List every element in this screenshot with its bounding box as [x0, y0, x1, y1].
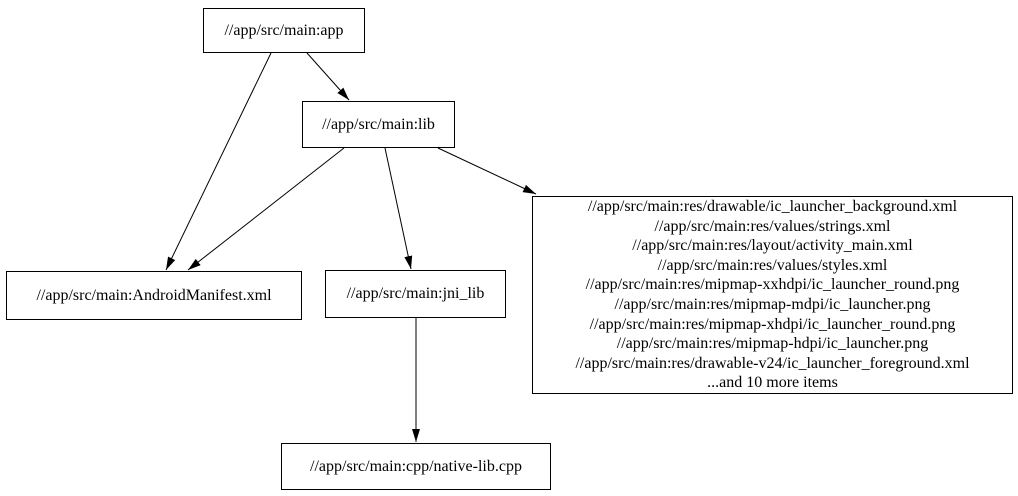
node-label-native-lib-cpp: //app/src/main:cpp/native-lib.cpp — [310, 457, 522, 475]
edge-lib-to-resources — [437, 147, 537, 195]
resource-item: //app/src/main:res/drawable/ic_launcher_… — [587, 198, 958, 216]
resource-item: //app/src/main:res/drawable-v24/ic_launc… — [575, 354, 970, 372]
graph-node-jni-lib: //app/src/main:jni_lib — [325, 270, 506, 318]
graph-node-resources: //app/src/main:res/drawable/ic_launcher_… — [532, 196, 1013, 394]
resource-item: //app/src/main:res/layout/activity_main.… — [632, 237, 913, 255]
graph-node-android-manifest: //app/src/main:AndroidManifest.xml — [6, 271, 302, 320]
edge-app-to-lib — [306, 52, 350, 101]
node-label-lib: //app/src/main:lib — [322, 115, 435, 133]
resource-more-items: ...and 10 more items — [707, 374, 838, 392]
resource-item: //app/src/main:res/mipmap-xxhdpi/ic_laun… — [585, 276, 960, 294]
graph-node-app: //app/src/main:app — [203, 8, 365, 53]
resource-item: //app/src/main:res/mipmap-hdpi/ic_launch… — [616, 335, 929, 353]
resource-item: //app/src/main:res/mipmap-xhdpi/ic_launc… — [589, 315, 956, 333]
graph-node-lib: //app/src/main:lib — [302, 101, 455, 148]
node-label-app: //app/src/main:app — [224, 21, 344, 39]
resource-item: //app/src/main:res/mipmap-mdpi/ic_launch… — [614, 296, 931, 313]
resource-item: //app/src/main:res/values/styles.xml — [657, 256, 888, 274]
resource-item: //app/src/main:res/values/strings.xml — [654, 217, 891, 235]
node-label-android-manifest: //app/src/main:AndroidManifest.xml — [36, 286, 272, 304]
edge-lib-to-jni-lib — [384, 147, 413, 270]
graph-node-native-lib-cpp: //app/src/main:cpp/native-lib.cpp — [281, 443, 551, 490]
edge-lib-to-android-manifest — [187, 147, 345, 271]
edge-app-to-android-manifest — [165, 52, 272, 271]
node-label-jni-lib: //app/src/main:jni_lib — [346, 285, 485, 302]
